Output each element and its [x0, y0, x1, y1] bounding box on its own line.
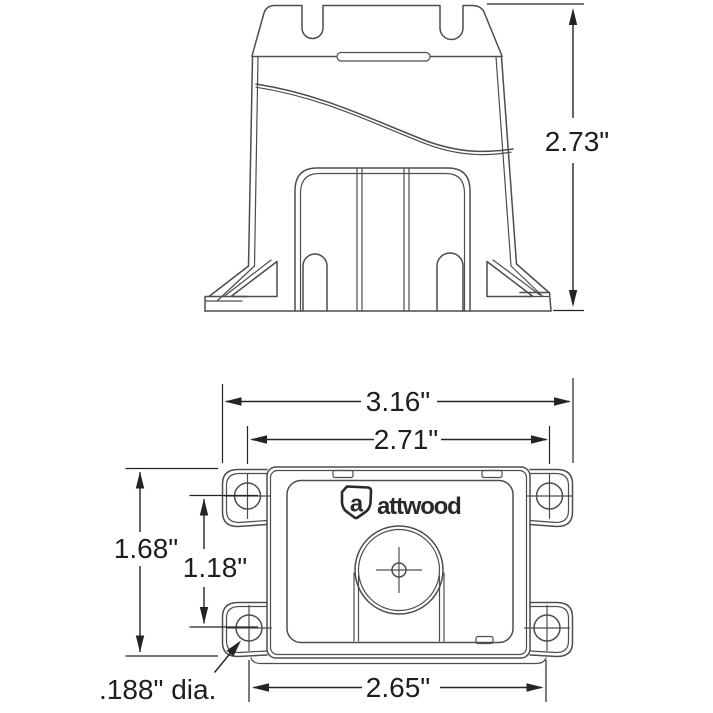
dim-lower-hole-span-label: 2.65" — [366, 672, 430, 703]
body-contour-curve — [255, 83, 514, 153]
right-foot — [519, 291, 552, 312]
body-left-edge — [247, 56, 254, 267]
arrow-left-icon — [252, 683, 269, 692]
mount-hole-top-right — [526, 472, 573, 520]
arrow-up-icon — [568, 8, 578, 25]
top-edge-slot-right — [481, 469, 503, 479]
dim-overall-height: 2.73" — [487, 3, 609, 312]
arrow-left-icon — [224, 397, 242, 406]
brand-logo: a attwood — [340, 485, 462, 520]
plan-view: a attwood — [221, 466, 574, 665]
leader-line — [213, 652, 232, 673]
base-notch-left — [302, 253, 328, 312]
tab-top-left — [221, 468, 268, 528]
dim-overall-width: 3.16" — [221, 378, 574, 463]
arrow-right-icon — [554, 397, 571, 406]
cap-outline — [251, 4, 503, 57]
dim-overall-width-label: 3.16" — [366, 386, 430, 417]
dome-outer-circle — [354, 525, 444, 615]
dim-hole-vertical-span: 1.18" — [183, 494, 258, 628]
body-left-edge-inner — [253, 56, 259, 267]
bottom-skirt — [250, 657, 547, 665]
arrow-down-icon — [199, 607, 209, 624]
dome-channel-right — [438, 572, 445, 642]
hole-crosshair-icon — [225, 604, 273, 652]
left-foot — [204, 295, 248, 312]
tab-top-right-inner — [529, 472, 570, 524]
mount-hole-bottom-right — [523, 604, 571, 652]
arch-rib-right — [403, 167, 410, 312]
base-notch-right — [436, 252, 464, 312]
body-right-edge-inner — [495, 56, 512, 267]
dim-upper-hole-span-label: 2.71" — [374, 424, 438, 455]
arrow-up-icon — [135, 471, 145, 489]
center-pivot-circle — [391, 562, 407, 578]
tab-top-right — [529, 468, 574, 528]
bottom-edge-notch — [475, 635, 494, 645]
right-skirt — [515, 263, 550, 294]
arrow-left-icon — [250, 435, 267, 444]
leader-arrow-icon — [226, 640, 241, 657]
body-right-edge — [500, 56, 518, 265]
arrow-right-icon — [526, 683, 544, 692]
tab-bottom-right — [529, 601, 574, 658]
center-crosshair-icon — [375, 546, 423, 594]
hole-diameter-note: .188" dia. — [99, 674, 216, 705]
left-skirt — [208, 265, 250, 298]
tab-top-left-inner — [225, 472, 268, 524]
arrow-right-icon — [531, 435, 548, 444]
arrow-down-icon — [135, 635, 145, 653]
left-skirt-inner — [216, 265, 256, 302]
hole-crosshair-icon — [526, 472, 573, 520]
dim-overall-depth: 1.68" — [114, 467, 218, 657]
dome-channel-left — [353, 572, 360, 642]
arch-inner — [299, 172, 466, 312]
tab-bottom-left-inner — [225, 605, 268, 654]
arch-outer — [294, 167, 471, 312]
attwood-shield-icon — [340, 485, 373, 520]
dim-overall-depth-label: 1.68" — [114, 533, 178, 564]
right-gusset — [486, 260, 534, 298]
side-view — [204, 4, 552, 312]
dim-hole-vertical-span-label: 1.18" — [183, 552, 247, 583]
right-skirt-inner — [510, 265, 544, 298]
mount-hole-bottom-left — [225, 604, 273, 652]
plan-inner-panel — [286, 479, 514, 644]
brand-wordmark: attwood — [377, 493, 461, 520]
right-gusset-inner — [492, 259, 541, 296]
center-dome — [353, 525, 445, 642]
dome-inner-circle — [357, 528, 441, 612]
plan-body-outer — [266, 466, 531, 659]
left-gusset — [230, 260, 278, 298]
top-edge-slot-left — [332, 469, 354, 479]
arch-rib-left — [356, 167, 363, 312]
dim-overall-height-label: 2.73" — [545, 126, 609, 157]
arrow-down-icon — [568, 290, 578, 307]
arrow-up-icon — [199, 498, 209, 516]
cap-slot — [336, 51, 431, 62]
body-contour-curve-inner — [255, 86, 512, 156]
hole-diameter-callout: .188" dia. — [99, 640, 241, 705]
dim-upper-hole-span: 2.71" — [246, 424, 551, 464]
hole-crosshair-icon — [523, 604, 571, 652]
attwood-shield-letter: a — [350, 491, 364, 518]
tab-bottom-left — [221, 601, 268, 658]
tab-bottom-right-inner — [529, 605, 570, 654]
plan-body-wall — [269, 469, 528, 656]
dim-lower-hole-span: 2.65" — [248, 660, 547, 703]
left-gusset-inner — [223, 259, 272, 298]
